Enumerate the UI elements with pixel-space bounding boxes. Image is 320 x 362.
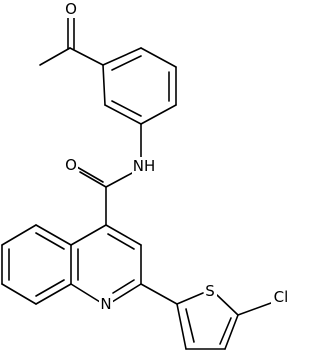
- bond-benzo-inner-3: [35, 279, 65, 297]
- bond-thio-c3-c2: [176, 303, 187, 350]
- bond-benzo-2: [1, 224, 37, 246]
- bond-amide-carbonyl-b: [76, 166, 104, 183]
- atom-label-amide-oxygen: O: [65, 156, 77, 174]
- atom-label-acetyl-oxygen: O: [65, 0, 77, 18]
- bond-thio-c2-s: [176, 292, 204, 305]
- atom-label-amide-nh: NH: [133, 157, 156, 175]
- bond-methyl: [39, 47, 71, 66]
- atom-label-quinoline-nitrogen: N: [100, 295, 111, 313]
- bond-quin-n1-c8a: [70, 283, 101, 303]
- bond-phenyl-1: [102, 47, 142, 66]
- bond-benzo-4: [1, 283, 37, 305]
- bond-c5-cl: [237, 302, 272, 316]
- bond-benzo-1: [35, 224, 72, 246]
- bond-phenyl-inner-1: [111, 55, 142, 71]
- bond-quin-inner-1: [107, 233, 135, 250]
- bond-phenyl-5: [104, 104, 142, 125]
- bond-phenyl-4: [140, 104, 177, 125]
- bond-acetyl-to-ring: [69, 47, 104, 66]
- bond-benzo-inner-1: [35, 232, 65, 250]
- bond-thio-c5-c4: [224, 314, 239, 350]
- bond-thio-s-c5: [216, 294, 239, 316]
- molecule-diagram: O O NH N S Cl: [1, 0, 291, 350]
- bond-quin-to-thiophene: [140, 283, 178, 305]
- bond-phenyl-2: [140, 47, 177, 68]
- bond-layer: [1, 17, 272, 350]
- bond-nh-to-carbonyl: [105, 171, 135, 188]
- atom-label-thiophene-sulfur: S: [205, 282, 215, 300]
- bond-thio-inner-2: [219, 317, 232, 345]
- atom-label-layer: O O NH N S Cl: [64, 0, 291, 313]
- bond-thio-inner-1: [185, 308, 195, 343]
- bond-amide-carbonyl-a: [79, 171, 107, 188]
- bond-phenyl-inner-3: [111, 100, 142, 117]
- bond-quin-c2-n1: [111, 283, 142, 303]
- bond-quin-c4-c3: [105, 224, 142, 246]
- bond-quin-inner-2: [112, 279, 135, 294]
- atom-label-chlorine: Cl: [274, 288, 289, 306]
- bond-benzo-5: [35, 283, 72, 305]
- bond-quin-c4a-c4: [70, 224, 107, 246]
- bond-phenyl-6: [102, 64, 106, 106]
